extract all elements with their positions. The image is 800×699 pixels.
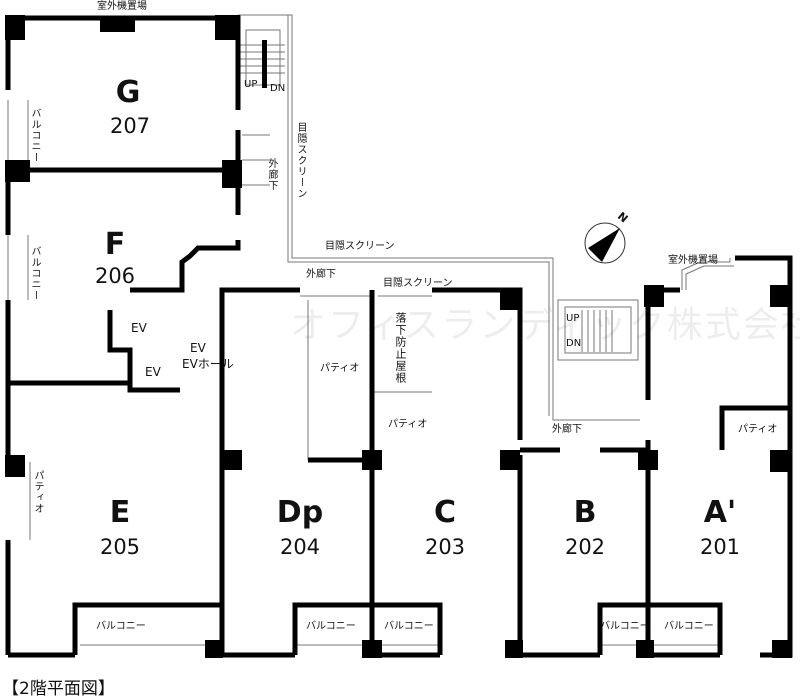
plan-caption: 【2階平面図】 — [2, 679, 115, 699]
balcony-label: バルコニー — [29, 246, 40, 301]
screen-label: 目隠スクリーン — [383, 278, 453, 289]
compass-icon — [584, 222, 626, 264]
unit-letter-e: E — [109, 495, 131, 530]
unit-number-202: 202 — [564, 535, 606, 559]
unit-number-206: 206 — [94, 264, 136, 288]
unit-number-203: 203 — [424, 535, 466, 559]
balcony-label: バルコニー — [664, 621, 714, 632]
unit-number-207: 207 — [109, 114, 151, 138]
balcony-label: バルコニー — [600, 621, 650, 632]
unit-letter-dp: Dp — [276, 495, 324, 530]
stair-up-label: UP — [566, 313, 580, 324]
ev-hall-label-line1: EV — [190, 341, 206, 355]
corridor-label: 外廊下 — [552, 424, 582, 435]
stair-dn-label: DN — [566, 338, 582, 349]
unit-letter-c: C — [433, 495, 457, 530]
unit-letter-g: G — [115, 75, 141, 110]
watermark: オフィスランディック株式会社 — [290, 305, 800, 346]
balcony-label: バルコニー — [306, 621, 356, 632]
unit-number-204: 204 — [279, 535, 321, 559]
fall-prevention-roof-label: 落下防止屋根 — [394, 312, 407, 384]
balcony-label: バルコニー — [29, 108, 40, 163]
patio-label: パティオ — [320, 363, 360, 374]
unit-letter-a: A' — [703, 495, 737, 530]
corridor-label: 外廊下 — [306, 269, 336, 280]
outdoor-unit-label: 室外機置場 — [97, 1, 147, 12]
ev-hall-label: EVホール — [182, 357, 234, 371]
unit-number-205: 205 — [99, 535, 141, 559]
ev-label: EV — [131, 321, 147, 335]
unit-letter-f: F — [104, 227, 126, 262]
unit-number-201: 201 — [699, 535, 741, 559]
unit-letter-b: B — [573, 495, 597, 530]
patio-label: パティオ — [388, 419, 428, 430]
corridor-label: 外廊下 — [266, 158, 277, 191]
ev-label: EV — [145, 365, 161, 379]
screen-label: 目隠スクリーン — [295, 122, 306, 199]
stair-up-label: UP — [244, 79, 258, 90]
patio-label: パティオ — [32, 470, 43, 514]
stair-dn-label: DN — [270, 83, 286, 94]
balcony-label: バルコニー — [384, 621, 434, 632]
screen-label: 目隠スクリーン — [325, 241, 395, 252]
patio-label: パティオ — [738, 424, 778, 435]
balcony-label: バルコニー — [96, 621, 146, 632]
outdoor-unit-label: 室外機置場 — [668, 255, 718, 266]
